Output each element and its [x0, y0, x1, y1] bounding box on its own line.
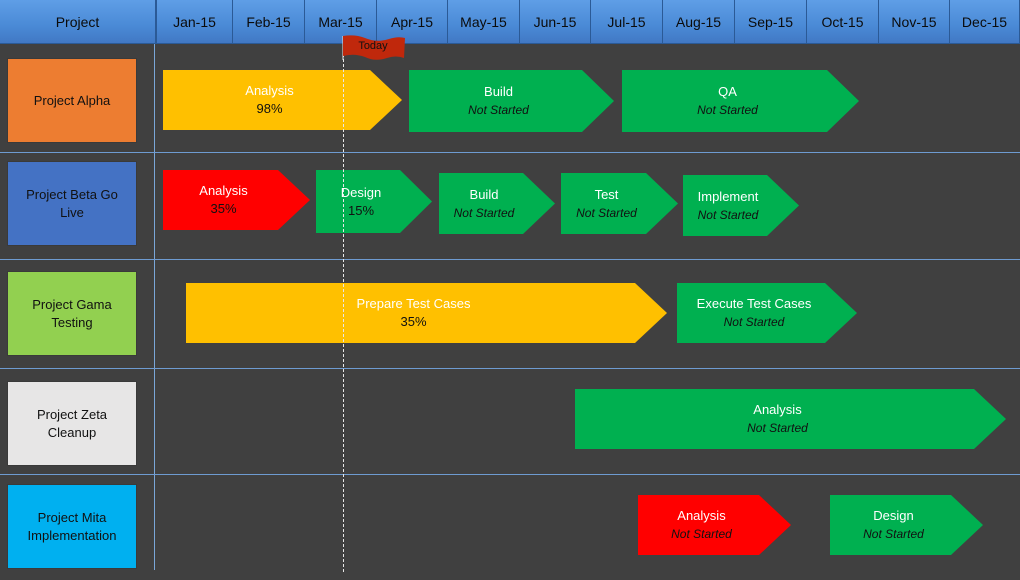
header-month: Oct-15: [807, 0, 879, 44]
task-beta-implement[interactable]: Implement Not Started: [683, 175, 799, 236]
task-gama-execute-test-cases[interactable]: Execute Test Cases Not Started: [677, 283, 857, 343]
task-status: Not Started: [453, 205, 515, 220]
project-label-mita: Project Mita Implementation: [7, 484, 137, 569]
row-separator: [0, 368, 1020, 369]
header-month: Feb-15: [233, 0, 305, 44]
task-name: Build: [484, 84, 513, 99]
task-alpha-build[interactable]: Build Not Started: [409, 70, 614, 132]
project-label-beta: Project Beta Go Live: [7, 161, 137, 246]
task-name: QA: [718, 84, 737, 99]
task-status: Not Started: [697, 103, 758, 117]
header-project: Project: [0, 0, 157, 44]
task-mita-analysis[interactable]: Analysis Not Started: [638, 495, 791, 555]
task-name: Implement: [697, 188, 759, 204]
header-month: Jun-15: [520, 0, 591, 44]
header-month: Jul-15: [591, 0, 663, 44]
project-label-alpha: Project Alpha: [7, 58, 137, 143]
task-status: Not Started: [576, 205, 637, 220]
header-month: Dec-15: [950, 0, 1020, 44]
task-alpha-analysis[interactable]: Analysis 98%: [163, 70, 402, 130]
task-status: Not Started: [671, 527, 732, 541]
task-name: Design: [873, 508, 914, 523]
task-name: Analysis: [199, 183, 248, 198]
task-gama-prepare-test-cases[interactable]: Prepare Test Cases 35%: [186, 283, 667, 343]
project-label-zeta: Project Zeta Cleanup: [7, 381, 137, 466]
row-separator: [0, 259, 1020, 260]
task-status: Not Started: [723, 315, 785, 329]
project-label-gama: Project Gama Testing: [7, 271, 137, 356]
header-month: Sep-15: [735, 0, 807, 44]
task-beta-build[interactable]: Build Not Started: [439, 173, 555, 234]
task-status: Not Started: [468, 103, 529, 117]
today-flag-shape: [343, 35, 405, 60]
today-line: [343, 44, 344, 572]
task-mita-design[interactable]: Design Not Started: [830, 495, 983, 555]
header-month: Apr-15: [377, 0, 448, 44]
task-status: 35%: [210, 201, 237, 216]
task-alpha-qa[interactable]: QA Not Started: [622, 70, 859, 132]
task-name: Design: [340, 184, 382, 200]
header-month: Aug-15: [663, 0, 735, 44]
task-name: Analysis: [245, 83, 294, 98]
task-status: 98%: [256, 101, 283, 116]
task-zeta-analysis[interactable]: Analysis Not Started: [575, 389, 1006, 449]
header-month: Mar-15: [305, 0, 377, 44]
task-name: Analysis: [677, 508, 726, 523]
header-month: May-15: [448, 0, 520, 44]
task-beta-test[interactable]: Test Not Started: [561, 173, 678, 234]
task-name: Analysis: [753, 402, 802, 417]
task-status: Not Started: [697, 207, 759, 222]
task-status: Not Started: [747, 421, 808, 435]
column-separator: [154, 44, 155, 570]
task-name: Execute Test Cases: [696, 296, 812, 311]
header-month: Jan-15: [157, 0, 233, 44]
task-status: 35%: [400, 314, 427, 329]
task-status: 15%: [347, 202, 375, 218]
task-beta-design[interactable]: Design 15%: [316, 170, 432, 233]
task-name: Build: [469, 186, 499, 202]
row-separator: [0, 152, 1020, 153]
task-name: Test: [594, 186, 619, 202]
today-label: Today: [358, 40, 388, 52]
task-status: Not Started: [863, 527, 924, 541]
header-month: Nov-15: [879, 0, 950, 44]
today-flag-icon: [342, 35, 405, 60]
row-separator: [0, 474, 1020, 475]
task-beta-analysis[interactable]: Analysis 35%: [163, 170, 310, 230]
task-name: Prepare Test Cases: [356, 296, 471, 311]
